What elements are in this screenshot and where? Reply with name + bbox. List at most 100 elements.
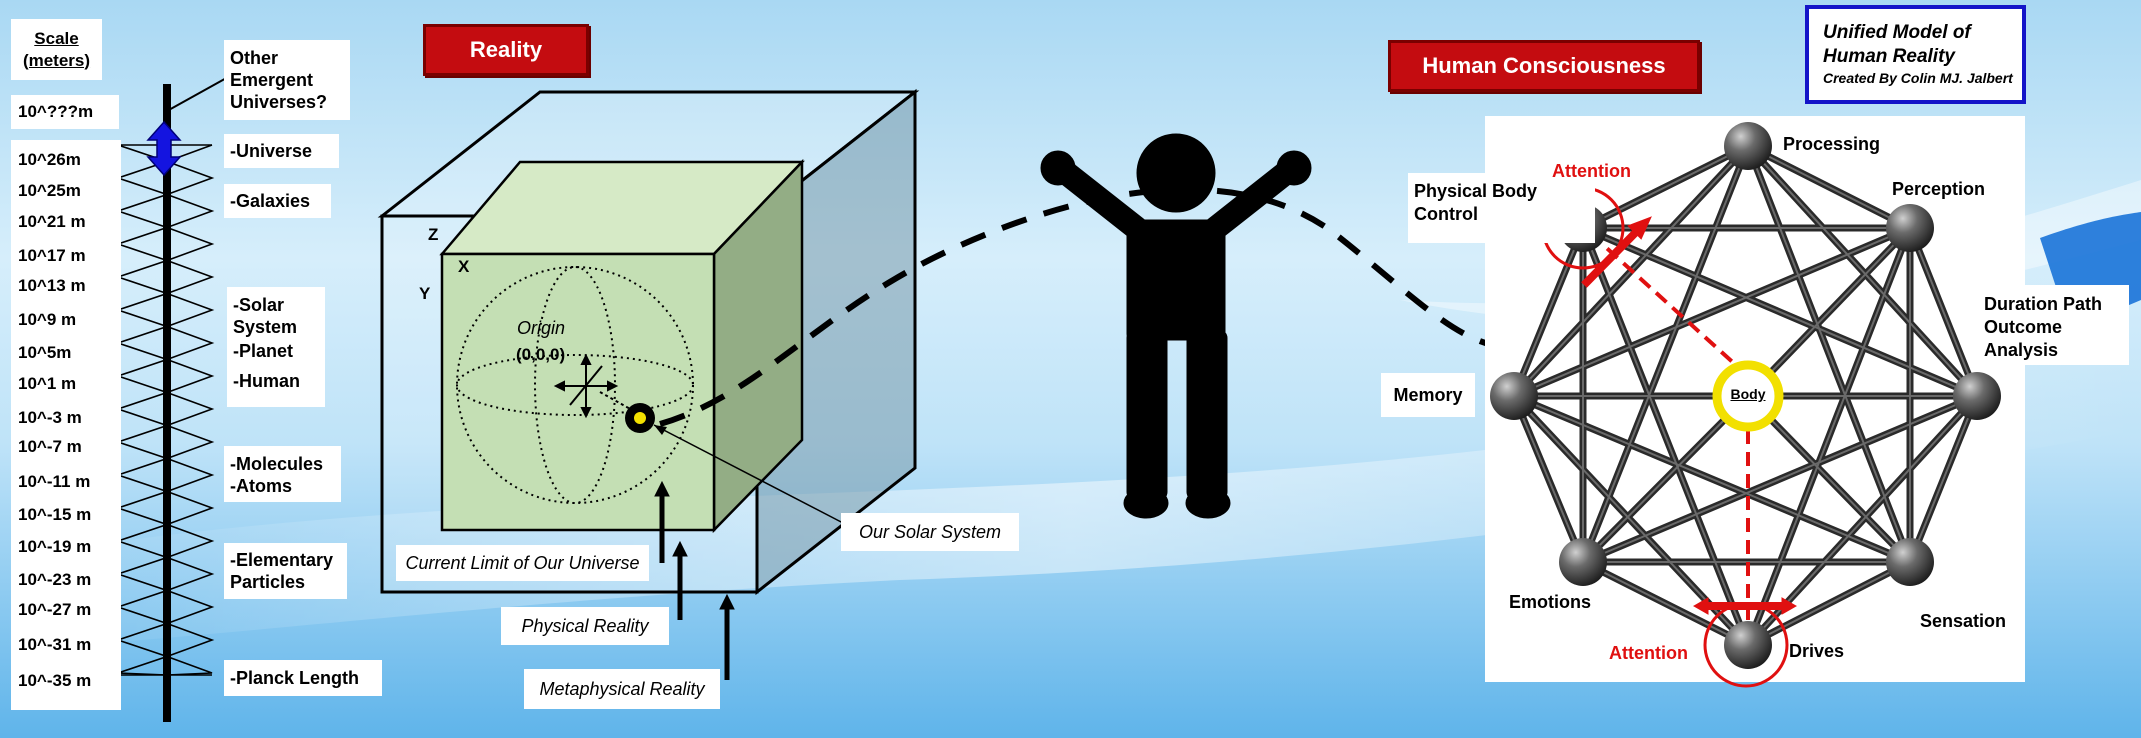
network-edge: [1747, 145, 1978, 397]
node-label-duration: Duration Path Outcome Analysis: [1979, 285, 2129, 365]
scale-label-text: 10^-3 m: [18, 408, 82, 427]
scale-label-text: 10^-31 m: [18, 635, 92, 654]
attention-arrows: [1581, 216, 1798, 615]
network-nodes: [1490, 122, 2001, 669]
other-universes-text: Other Emergent Universes?: [230, 48, 328, 112]
consciousness-banner-text: Human Consciousness: [1422, 53, 1666, 78]
network-edge: [1909, 395, 1978, 563]
reality-banner: Reality: [423, 24, 589, 76]
body-ring: [1712, 360, 1784, 432]
model-author: Created By Colin MJ. Jalbert: [1823, 70, 2013, 86]
node-sphere-processing: [1724, 122, 1772, 170]
human-figure-icon: [1040, 133, 1312, 519]
scale-label: 10^17 m: [11, 242, 121, 270]
scale-label: 10^13 m: [11, 272, 121, 300]
network-edge: [1909, 227, 1978, 397]
other-universes-label: Other Emergent Universes?: [224, 40, 350, 120]
solar-system-callout-text: Our Solar System: [858, 522, 1002, 542]
scale-label-text: 10^-15 m: [18, 505, 92, 524]
scale-label: 10^-23 m: [11, 566, 121, 594]
scale-label-text: 10^26m: [18, 150, 81, 169]
scale-label: 10^9 m: [11, 306, 121, 334]
node-label-perception: Perception: [1892, 179, 1986, 199]
model-title: Unified Model of Human Reality: [1823, 22, 1971, 67]
origin-axes-icon: [553, 353, 633, 419]
physical-reality-callout: Physical Reality: [501, 607, 669, 645]
origin-coords: (0,0,0): [516, 345, 566, 364]
scale-label-text: 10^-19 m: [18, 537, 92, 556]
network-edge: [1582, 395, 1749, 563]
scale-label: 10^5m: [11, 339, 121, 367]
scale-label: 10^-7 m: [11, 433, 121, 461]
origin-label: Origin: [517, 318, 566, 338]
scale-label-text: 10^-35 m: [18, 671, 92, 690]
network-edge: [1747, 227, 1911, 397]
galaxies-label: -Galaxies: [224, 184, 331, 218]
model-title-box: Unified Model of Human Reality Created B…: [1805, 5, 2026, 104]
scale-label: 10^-27 m: [11, 596, 121, 624]
reality-banner-text: Reality: [469, 37, 543, 62]
planck-text: -Planck Length: [230, 668, 360, 688]
network-edge: [1513, 395, 1584, 563]
network-edge: [1582, 145, 1749, 563]
scale-top-text: 10^???m: [18, 102, 94, 121]
scale-label: 10^-3 m: [11, 404, 121, 432]
axis-z-label: Z: [428, 225, 439, 244]
network-edge: [1582, 227, 1978, 397]
scale-label-text: 10^-11 m: [18, 472, 91, 491]
universe-cube: [439, 158, 805, 534]
network-edge: [1747, 561, 1911, 646]
node-sphere-drives: [1724, 621, 1772, 669]
solar-system-text: -Solar System: [233, 295, 298, 337]
axis-y-label: Y: [419, 284, 431, 303]
node-label-emotions: Emotions: [1509, 592, 1592, 612]
network-edge: [1747, 145, 1911, 563]
metaphysical-reality-callout: Metaphysical Reality: [524, 669, 720, 709]
node-label-physical-body-control: Physical Body Control: [1408, 173, 1595, 243]
attention-label-bottom: Attention: [1609, 643, 1688, 663]
planet-text: -Planet: [233, 341, 294, 361]
node-label-processing: Processing: [1783, 134, 1881, 154]
scale-label: 10^-15 m: [11, 501, 121, 529]
elementary-text: -Elementary Particles: [230, 550, 334, 592]
network-edge: [1582, 227, 1749, 646]
node-label-sensation: Sensation: [1920, 611, 2007, 631]
node-label-drives: Drives: [1789, 641, 1845, 661]
network-edge: [1582, 395, 1978, 563]
scale-label: 10^-35 m: [11, 667, 121, 695]
consciousness-banner: Human Consciousness: [1388, 40, 1700, 92]
scale-label-text: 10^1 m: [18, 374, 77, 393]
network-edge: [1747, 395, 1911, 563]
solar-system-marker: [625, 403, 846, 525]
physical-body-control-text: Physical Body Control: [1414, 181, 1538, 224]
physical-reality-text: Physical Reality: [521, 616, 649, 636]
molecules-atoms-label: -Molecules -Atoms: [224, 446, 341, 502]
scale-label-text: 10^5m: [18, 343, 72, 362]
solar-system-callout: Our Solar System: [841, 513, 1019, 551]
scale-label-text: 10^17 m: [18, 246, 86, 265]
node-sphere-duration: [1953, 372, 2001, 420]
node-sphere-memory: [1490, 372, 1538, 420]
scale-label-text: 10^13 m: [18, 276, 86, 295]
universe-label: -Universe: [224, 134, 339, 168]
network-edge: [1582, 145, 1749, 229]
network-edge: [1582, 561, 1749, 646]
metaphysical-reality-text: Metaphysical Reality: [539, 679, 705, 699]
network-edge: [1513, 395, 1911, 563]
node-sphere-emotions: [1559, 538, 1607, 586]
axis-x-label: X: [458, 257, 470, 276]
elementary-label: -Elementary Particles: [224, 543, 347, 599]
attention-label-top: Attention: [1552, 161, 1631, 181]
reality-arrows: [654, 480, 735, 680]
universe-text: -Universe: [230, 141, 313, 161]
solar-planet-human-label: -Solar System -Planet -Human: [227, 287, 325, 407]
planck-label: -Planck Length: [224, 660, 382, 696]
scale-label-text: 10^9 m: [18, 310, 77, 329]
scale-label: 10^26m: [11, 146, 121, 174]
scale-label-text: 10^-23 m: [18, 570, 92, 589]
memory-text: Memory: [1393, 384, 1463, 405]
node-label-memory: Memory: [1381, 373, 1475, 417]
scale-label-text: 10^25m: [18, 181, 81, 200]
network-edge: [1513, 227, 1911, 397]
